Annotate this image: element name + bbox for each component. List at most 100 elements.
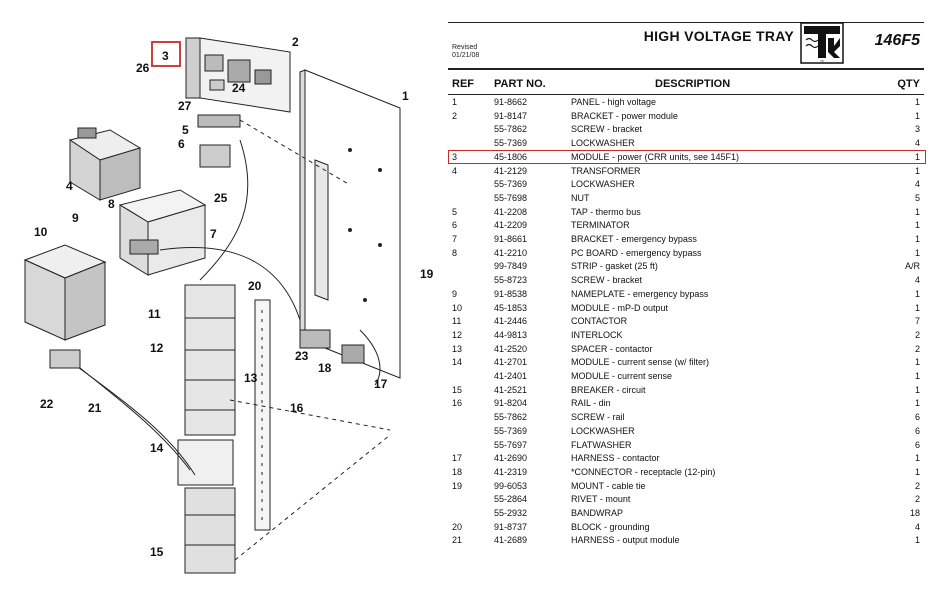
cell-qty: 6 (914, 439, 920, 450)
callout-10: 10 (34, 225, 48, 239)
parts-list: Revised 01/21/08 HIGH VOLTAGE TRAY TK 14… (448, 14, 926, 584)
cell-desc: LOCKWASHER (571, 425, 635, 436)
cell-part: 41-2521 (494, 384, 528, 395)
callout-22: 22 (40, 397, 54, 411)
cell-part: 55-2932 (494, 508, 528, 518)
cell-ref: 8 (452, 247, 458, 258)
cell-qty: 4 (914, 179, 920, 190)
cell-part: 55-7862 (494, 124, 528, 135)
cell-ref: 7 (452, 234, 458, 244)
cell-qty: 4 (914, 138, 920, 149)
cell-desc: MODULE - power (CRR units, see 145F1) (571, 151, 740, 162)
cell-part: 41-2701 (494, 357, 528, 368)
top-rule (448, 22, 924, 23)
thermo-king-logo-icon: TK (800, 22, 844, 64)
callout-23: 23 (295, 349, 309, 363)
cell-qty: 2 (914, 329, 920, 340)
cell-desc: PANEL - high voltage (571, 97, 657, 107)
cell-desc: TRANSFORMER (571, 165, 641, 176)
callout-19: 19 (420, 267, 434, 281)
callout-18: 18 (318, 361, 332, 375)
cell-ref: 14 (452, 357, 463, 368)
cell-desc: BREAKER - circuit (571, 384, 646, 395)
cell-ref: 20 (452, 521, 463, 532)
cell-qty: 4 (914, 521, 920, 532)
column-header-part: PART NO. (494, 78, 546, 90)
cell-ref: 3 (452, 151, 458, 162)
cell-qty: A/R (904, 261, 920, 272)
cell-desc: INTERLOCK (571, 329, 623, 340)
callout-5: 5 (182, 123, 189, 137)
cell-qty: 1 (914, 453, 920, 464)
revised-label: Revised (452, 44, 478, 51)
cell-desc: HARNESS - output module (571, 535, 680, 546)
cell-ref: 15 (452, 384, 463, 395)
cell-desc: TERMINATOR (571, 220, 630, 231)
callout-20: 20 (248, 279, 262, 293)
cell-part: 44-9813 (494, 329, 528, 340)
cell-desc: STRIP - gasket (25 ft) (571, 261, 658, 272)
table-row: 14 41-2701 MODULE - current sense (w/ filt… (448, 356, 924, 370)
cell-part: 55-7369 (494, 179, 528, 190)
callout-6: 6 (178, 137, 185, 151)
cell-qty: 1 (914, 371, 920, 381)
callout-27: 27 (178, 99, 192, 113)
cell-part: 55-7369 (494, 138, 528, 149)
cell-part: 91-8661 (494, 234, 528, 244)
cell-part: 41-2208 (494, 206, 528, 217)
cell-desc: SCREW - rail (571, 412, 625, 423)
cell-qty: 1 (914, 302, 920, 313)
cell-desc: NAMEPLATE - emergency bypass (571, 288, 709, 299)
cell-qty: 1 (914, 288, 920, 299)
cell-qty: 1 (914, 357, 920, 368)
cell-qty: 3 (914, 124, 920, 135)
cell-ref: 17 (452, 453, 463, 464)
cell-ref: 10 (452, 302, 463, 313)
callout-2: 2 (292, 35, 299, 49)
cell-desc: SCREW - bracket (571, 275, 643, 286)
cell-part: 41-2129 (494, 165, 528, 176)
cell-qty: 1 (914, 206, 920, 217)
column-rule (448, 94, 924, 95)
cell-desc: RIVET - mount (571, 494, 631, 505)
logo-text: TK (820, 59, 824, 63)
cell-desc: MODULE - current sense (w/ filter) (571, 357, 710, 368)
callout-4: 4 (66, 179, 73, 193)
cell-qty: 1 (914, 247, 920, 258)
explode-lines (229, 119, 391, 561)
cell-desc: SPACER - contactor (571, 343, 653, 354)
cell-ref: 6 (452, 220, 458, 231)
callout-9: 9 (72, 211, 79, 225)
cell-part: 55-7697 (494, 439, 528, 450)
callout-3: 3 (162, 49, 169, 63)
cell-qty: 6 (914, 425, 920, 436)
column-header-qty: QTY (897, 78, 920, 90)
cell-qty: 1 (914, 384, 920, 395)
cell-desc: HARNESS - contactor (571, 453, 660, 464)
cell-ref: 2 (452, 110, 458, 121)
table-row: 15 41-2521 BREAKER - circuit 1 (448, 384, 924, 398)
cell-ref: 11 (452, 316, 462, 327)
cell-ref: 12 (452, 329, 463, 340)
cell-ref: 5 (452, 206, 458, 217)
transformer (68, 127, 142, 201)
cell-part: 99-6053 (494, 480, 528, 491)
column-header-ref: REF (452, 78, 474, 90)
callout-1: 1 (402, 89, 409, 103)
